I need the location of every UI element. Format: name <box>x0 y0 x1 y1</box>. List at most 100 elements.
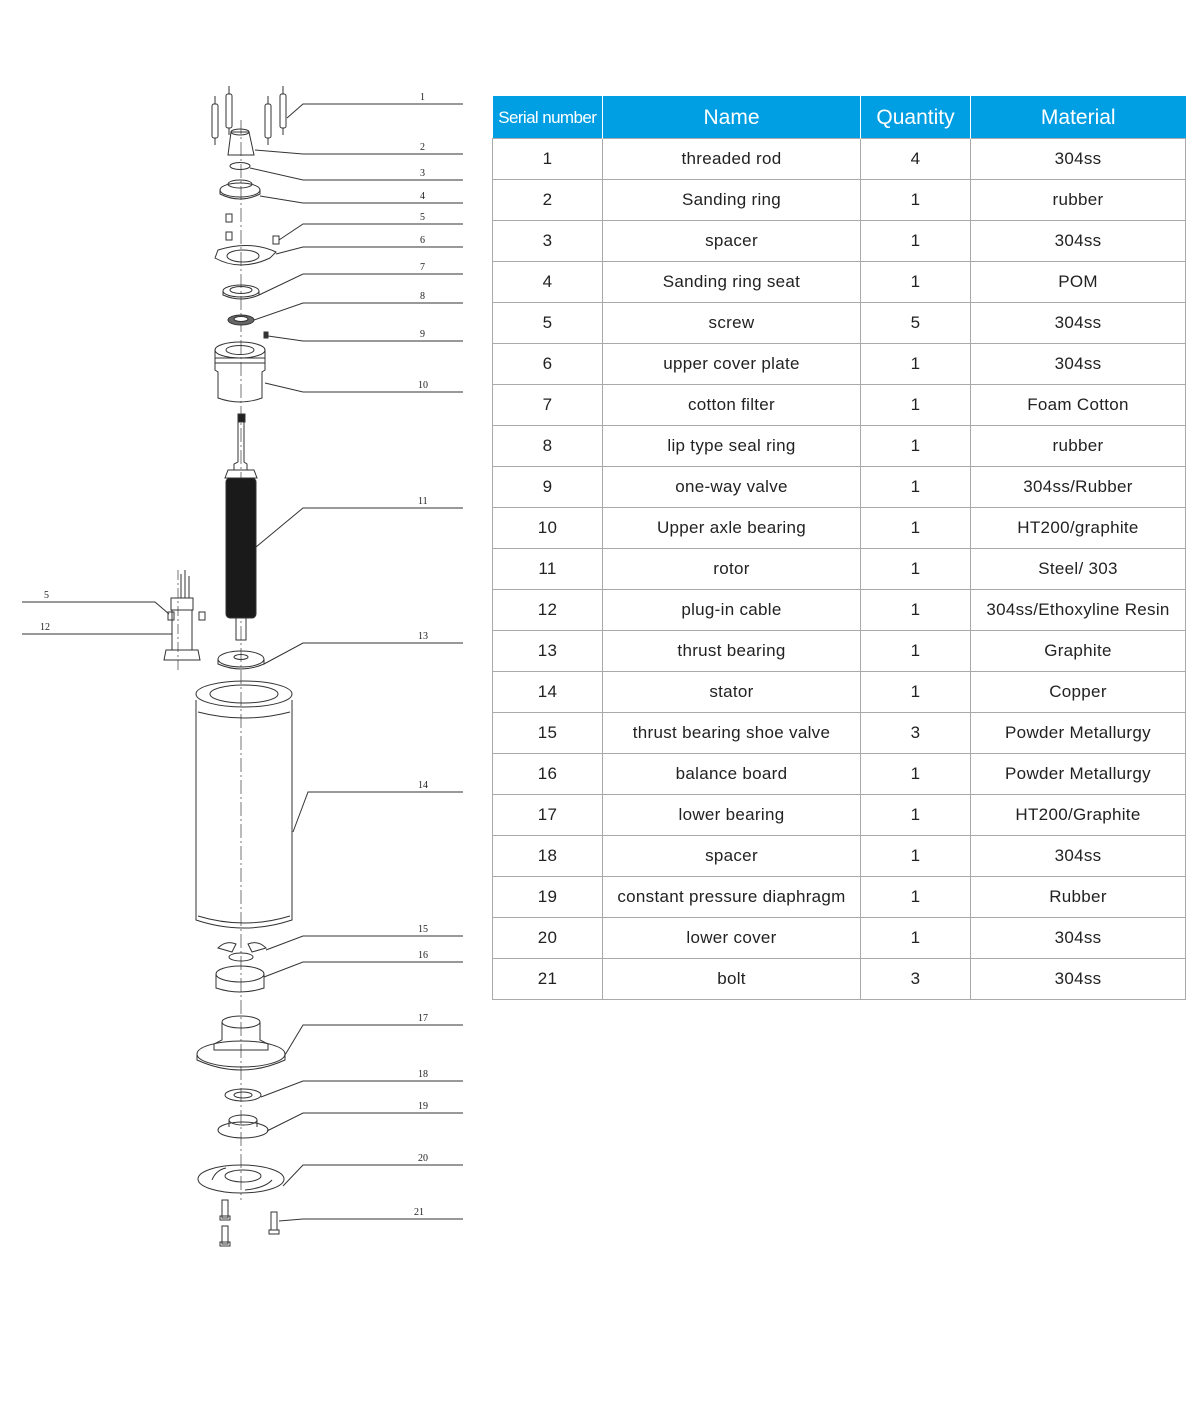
callout-8: 8 <box>420 291 425 302</box>
cell-material: 304ss <box>970 958 1186 1000</box>
cell-name: screw <box>602 302 861 344</box>
cell-material: Copper <box>970 671 1186 713</box>
cell-name: balance board <box>602 753 861 795</box>
callout-13: 13 <box>418 631 428 642</box>
callout-3: 3 <box>420 168 425 179</box>
cell-quantity: 1 <box>860 876 971 918</box>
cell-quantity: 1 <box>860 343 971 385</box>
cell-name: lip type seal ring <box>602 425 861 467</box>
cell-name: Upper axle bearing <box>602 507 861 549</box>
cell-serial: 21 <box>492 958 603 1000</box>
callout-2: 2 <box>420 142 425 153</box>
cell-serial: 4 <box>492 261 603 303</box>
cell-serial: 3 <box>492 220 603 262</box>
cell-material: 304ss <box>970 138 1186 180</box>
table-header-row: Serial number Name Quantity Material <box>492 96 1186 139</box>
cell-name: one-way valve <box>602 466 861 508</box>
cell-serial: 17 <box>492 794 603 836</box>
cell-quantity: 1 <box>860 835 971 877</box>
callout-15: 15 <box>418 924 428 935</box>
cell-material: 304ss <box>970 343 1186 385</box>
plug-in-cable-part <box>163 570 206 661</box>
callout-14: 14 <box>418 780 428 791</box>
cell-material: rubber <box>970 179 1186 221</box>
cell-serial: 2 <box>492 179 603 221</box>
cell-quantity: 1 <box>860 589 971 631</box>
exploded-view-diagram <box>22 86 463 1247</box>
cell-name: spacer <box>602 220 861 262</box>
cell-serial: 18 <box>492 835 603 877</box>
cell-material: 304ss/Ethoxyline Resin <box>970 589 1186 631</box>
cell-name: Sanding ring <box>602 179 861 221</box>
header-quantity: Quantity <box>860 96 971 139</box>
cell-serial: 14 <box>492 671 603 713</box>
cell-serial: 5 <box>492 302 603 344</box>
cell-quantity: 1 <box>860 917 971 959</box>
cell-quantity: 5 <box>860 302 971 344</box>
cell-serial: 9 <box>492 466 603 508</box>
cell-serial: 1 <box>492 138 603 180</box>
callout-20: 20 <box>418 1153 428 1164</box>
callout-1: 1 <box>420 92 425 103</box>
callout-5: 5 <box>420 212 425 223</box>
header-name: Name <box>602 96 861 139</box>
cell-quantity: 1 <box>860 425 971 467</box>
cell-serial: 11 <box>492 548 603 590</box>
callout-4: 4 <box>420 191 425 202</box>
cell-quantity: 1 <box>860 507 971 549</box>
cell-quantity: 3 <box>860 958 971 1000</box>
cell-quantity: 4 <box>860 138 971 180</box>
header-material: Material <box>970 96 1186 139</box>
callout-16: 16 <box>418 950 428 961</box>
cell-material: 304ss <box>970 220 1186 262</box>
threaded-rod-part <box>211 86 287 145</box>
cell-quantity: 1 <box>860 261 971 303</box>
cell-material: HT200/graphite <box>970 507 1186 549</box>
cell-material: 304ss <box>970 917 1186 959</box>
cell-name: Sanding ring seat <box>602 261 861 303</box>
callout-left-12: 12 <box>40 622 50 633</box>
cell-name: spacer <box>602 835 861 877</box>
cell-material: Steel/ 303 <box>970 548 1186 590</box>
cell-material: rubber <box>970 425 1186 467</box>
cell-name: upper cover plate <box>602 343 861 385</box>
cell-serial: 15 <box>492 712 603 754</box>
cell-name: thrust bearing shoe valve <box>602 712 861 754</box>
cell-serial: 7 <box>492 384 603 426</box>
cell-material: 304ss <box>970 835 1186 877</box>
cell-material: Foam Cotton <box>970 384 1186 426</box>
cell-quantity: 1 <box>860 466 971 508</box>
cell-serial: 19 <box>492 876 603 918</box>
cell-serial: 10 <box>492 507 603 549</box>
cell-quantity: 1 <box>860 384 971 426</box>
callout-9: 9 <box>420 329 425 340</box>
callout-7: 7 <box>420 262 425 273</box>
cell-quantity: 1 <box>860 630 971 672</box>
cell-material: Powder Metallurgy <box>970 712 1186 754</box>
header-serial-number: Serial number <box>492 96 603 139</box>
cell-name: lower cover <box>602 917 861 959</box>
cell-quantity: 1 <box>860 671 971 713</box>
callout-6: 6 <box>420 235 425 246</box>
callout-10: 10 <box>418 380 428 391</box>
cell-serial: 12 <box>492 589 603 631</box>
